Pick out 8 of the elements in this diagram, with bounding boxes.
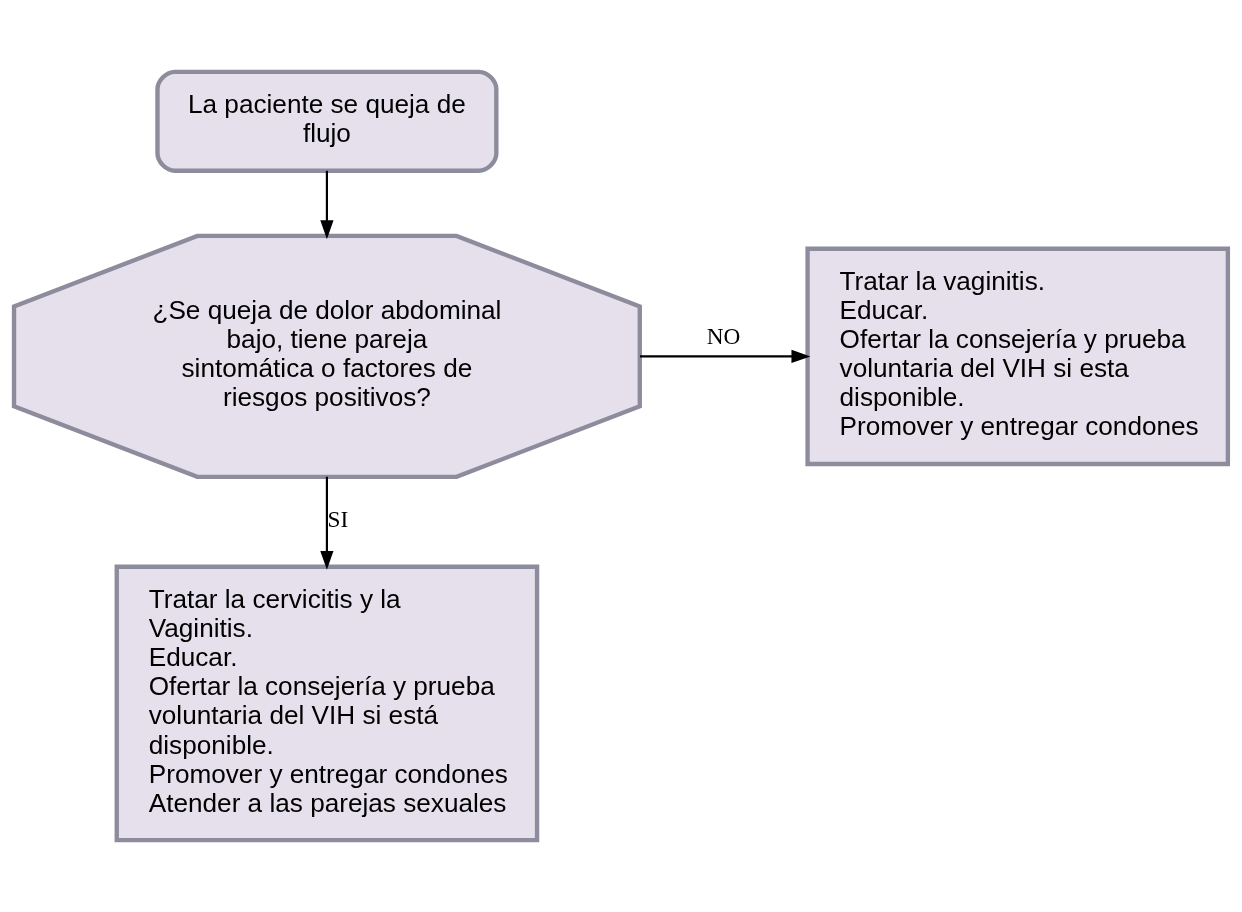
node-box: La paciente se queja de flujo — [155, 69, 499, 173]
node-box: Tratar la cervicitis y la Vaginitis. Educar. Ofertar la consejería y prueba voluntaria del VIH si está disponible. Promover y entregar condones Atender a las parejas sexuales — [114, 564, 540, 843]
arrow — [320, 476, 334, 570]
arrow — [639, 349, 811, 363]
node-box: Tratar la vaginitis. Educar. Ofertar la consejería y prueba voluntaria del VIH si esta disponible. Promover y entregar condones — [805, 246, 1231, 467]
edge-label: SI — [327, 506, 349, 533]
edge-label: NO — [706, 323, 741, 350]
arrow — [320, 170, 334, 240]
